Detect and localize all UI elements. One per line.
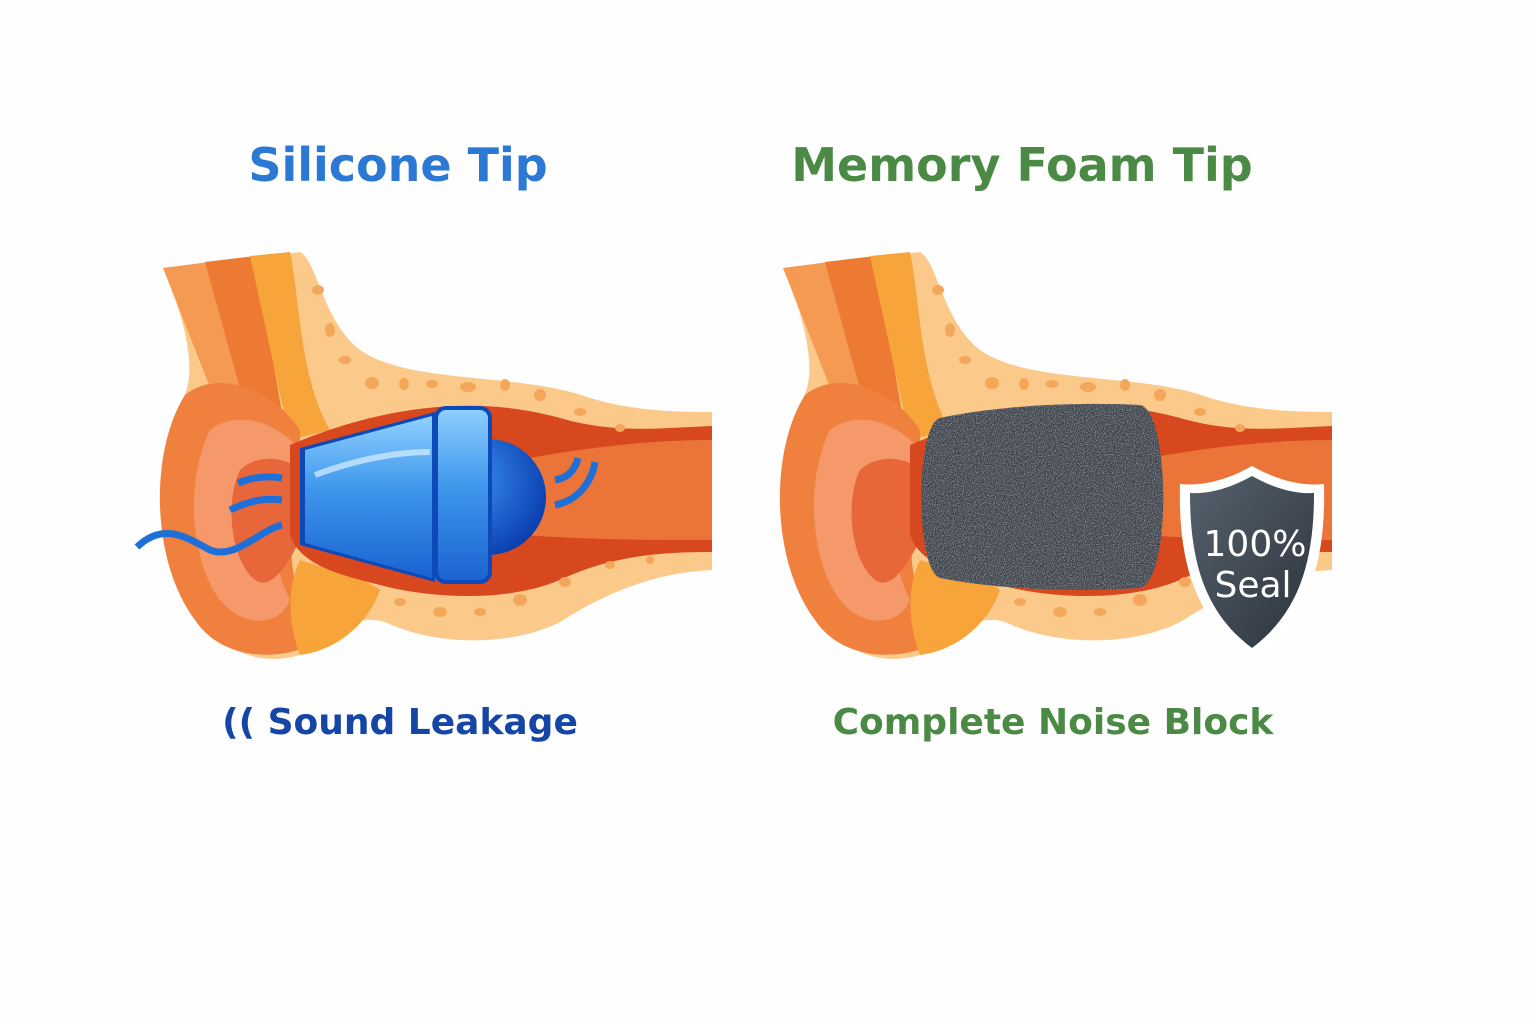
memory-foam-tip-icon <box>921 403 1164 590</box>
sound-leakage-caption: (( Sound Leakage <box>90 702 710 743</box>
silicone-tip-title: Silicone Tip <box>248 138 548 192</box>
sound-leakage-label: Sound Leakage <box>267 702 578 743</box>
shield-text-line1: 100% <box>1204 524 1307 565</box>
noise-block-caption: Complete Noise Block <box>832 702 1274 743</box>
silicone-tip-icon <box>300 406 546 584</box>
sound-leak-waves-icon <box>134 457 599 556</box>
shield-text-line2: Seal <box>1214 565 1291 606</box>
memory-foam-tip-title: Memory Foam Tip <box>791 138 1253 192</box>
seal-shield-icon: 100% Seal <box>1179 466 1325 660</box>
sound-wave-icon: (( <box>222 702 256 743</box>
